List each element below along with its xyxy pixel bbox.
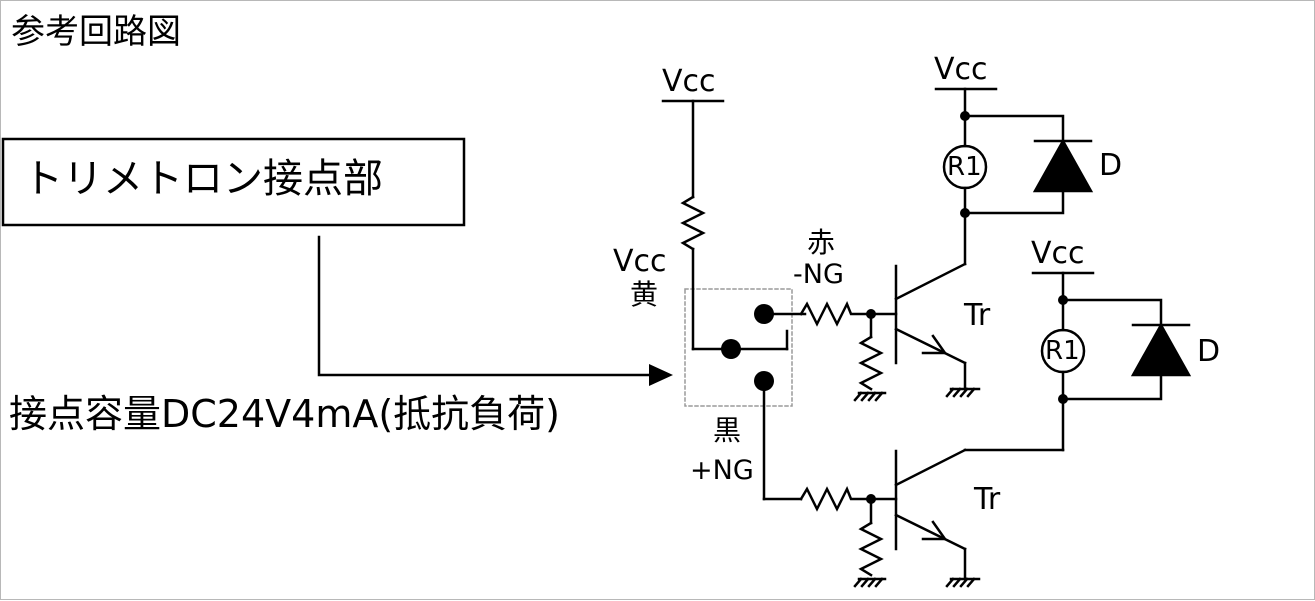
transistor-bottom-label: Tr (974, 482, 1001, 517)
plus-ng-label: +NG (690, 455, 754, 486)
minus-ng-label: -NG (793, 259, 844, 290)
contact-capacity-label: 接点容量DC24V4mA(抵抗負荷) (9, 392, 560, 436)
transistor-bottom (894, 397, 1065, 588)
switch-enclosure (684, 288, 793, 407)
base-resistor-top (799, 300, 898, 327)
diode-bottom-label: D (1197, 334, 1221, 369)
transistor-top-label: Tr (964, 298, 991, 333)
base-resistor-bottom (799, 485, 898, 512)
junction-dots (721, 111, 1068, 504)
relay-bottom-label: R1 (1045, 336, 1080, 366)
wire-red-label: 赤 (807, 226, 836, 259)
transistor-top (894, 211, 981, 398)
wire-yellow-label: 黄 (630, 278, 659, 311)
vcc-label-right-top: Vcc (934, 52, 988, 87)
contact-box-label: トリメトロン接点部 (23, 156, 383, 202)
diagram-title: 参考回路図 (11, 12, 181, 52)
vcc-label-yellow: Vcc (613, 244, 667, 279)
relay-diode-bottom (1031, 271, 1192, 401)
vcc-label-left-top: Vcc (662, 64, 716, 99)
relay-top-label: R1 (947, 152, 982, 182)
diode-top-label: D (1099, 148, 1123, 183)
signal-arrow (317, 235, 673, 386)
pulldown-resistor-bottom (853, 497, 887, 588)
wire-black-label: 黒 (713, 414, 742, 447)
vcc-label-right-bottom: Vcc (1031, 236, 1085, 271)
contact-box (1, 137, 466, 227)
pulldown-resistor-top (853, 312, 887, 402)
vcc-left-symbol (661, 99, 733, 351)
relay-diode-top (934, 87, 1094, 215)
